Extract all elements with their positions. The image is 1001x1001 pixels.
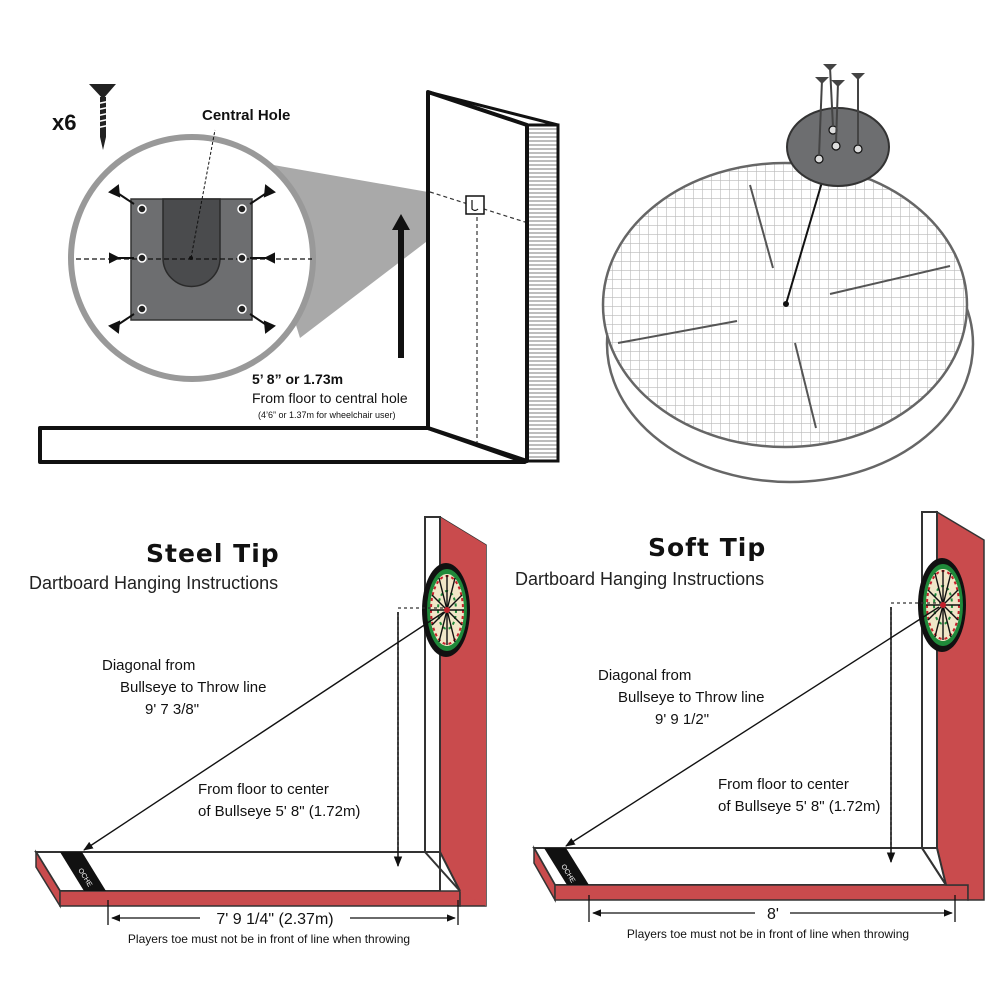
central-hole-marker	[465, 195, 485, 215]
soft-tip-room: OCHE	[532, 510, 985, 903]
steel-height-line2: of Bullseye 5' 8" (1.72m)	[198, 803, 360, 820]
steel-height-line1: From floor to center	[198, 781, 329, 798]
soft-tip-dartboard	[918, 558, 966, 652]
height-description: From floor to central hole	[252, 390, 408, 406]
disc-screws	[814, 64, 865, 164]
steel-diagonal-line1: Diagonal from	[102, 657, 195, 674]
wall	[426, 90, 560, 463]
mounting-screws	[108, 184, 276, 334]
soft-diagonal-value: 9' 9 1/2"	[655, 711, 709, 728]
soft-tip-subtitle: Dartboard Hanging Instructions	[515, 569, 764, 589]
wall-mount-diagram: x6	[38, 84, 560, 464]
height-arrow	[392, 214, 410, 358]
steel-toe-note: Players toe must not be in front of line…	[128, 932, 410, 946]
steel-tip-subtitle: Dartboard Hanging Instructions	[29, 573, 278, 593]
soft-tip-title: Soft Tip	[648, 533, 766, 562]
steel-distance: 7' 9 1/4" (2.37m)	[216, 911, 333, 928]
soft-height-line2: of Bullseye 5' 8" (1.72m)	[718, 798, 880, 815]
steel-tip-title: Steel Tip	[146, 539, 280, 568]
steel-tip-dartboard	[422, 563, 470, 657]
soft-diagonal-line2: Bullseye to Throw line	[618, 689, 764, 706]
central-hole-label: Central Hole	[202, 107, 290, 124]
oche-marker	[60, 852, 106, 891]
soft-diagonal-line1: Diagonal from	[598, 667, 691, 684]
screw-icon	[89, 84, 116, 150]
oche-marker	[544, 848, 589, 885]
soft-height-line1: From floor to center	[718, 776, 849, 793]
steel-diagonal-line2: Bullseye to Throw line	[120, 679, 266, 696]
height-label: 5’ 8” or 1.73m	[252, 371, 343, 387]
soft-tip-diagram: Soft Tip Dartboard Hanging Instructions …	[515, 510, 985, 941]
soft-toe-note: Players toe must not be in front of line…	[627, 927, 909, 941]
screw-count: x6	[52, 110, 76, 135]
mounting-plate	[76, 129, 312, 321]
backboard-diagram	[601, 64, 975, 484]
steel-diagonal-value: 9' 7 3/8"	[145, 701, 199, 718]
steel-tip-diagram: Steel Tip Dartboard Hanging Instructions…	[29, 516, 487, 946]
wheelchair-note: (4’6” or 1.37m for wheelchair user)	[258, 410, 396, 420]
soft-distance: 8'	[767, 906, 779, 923]
